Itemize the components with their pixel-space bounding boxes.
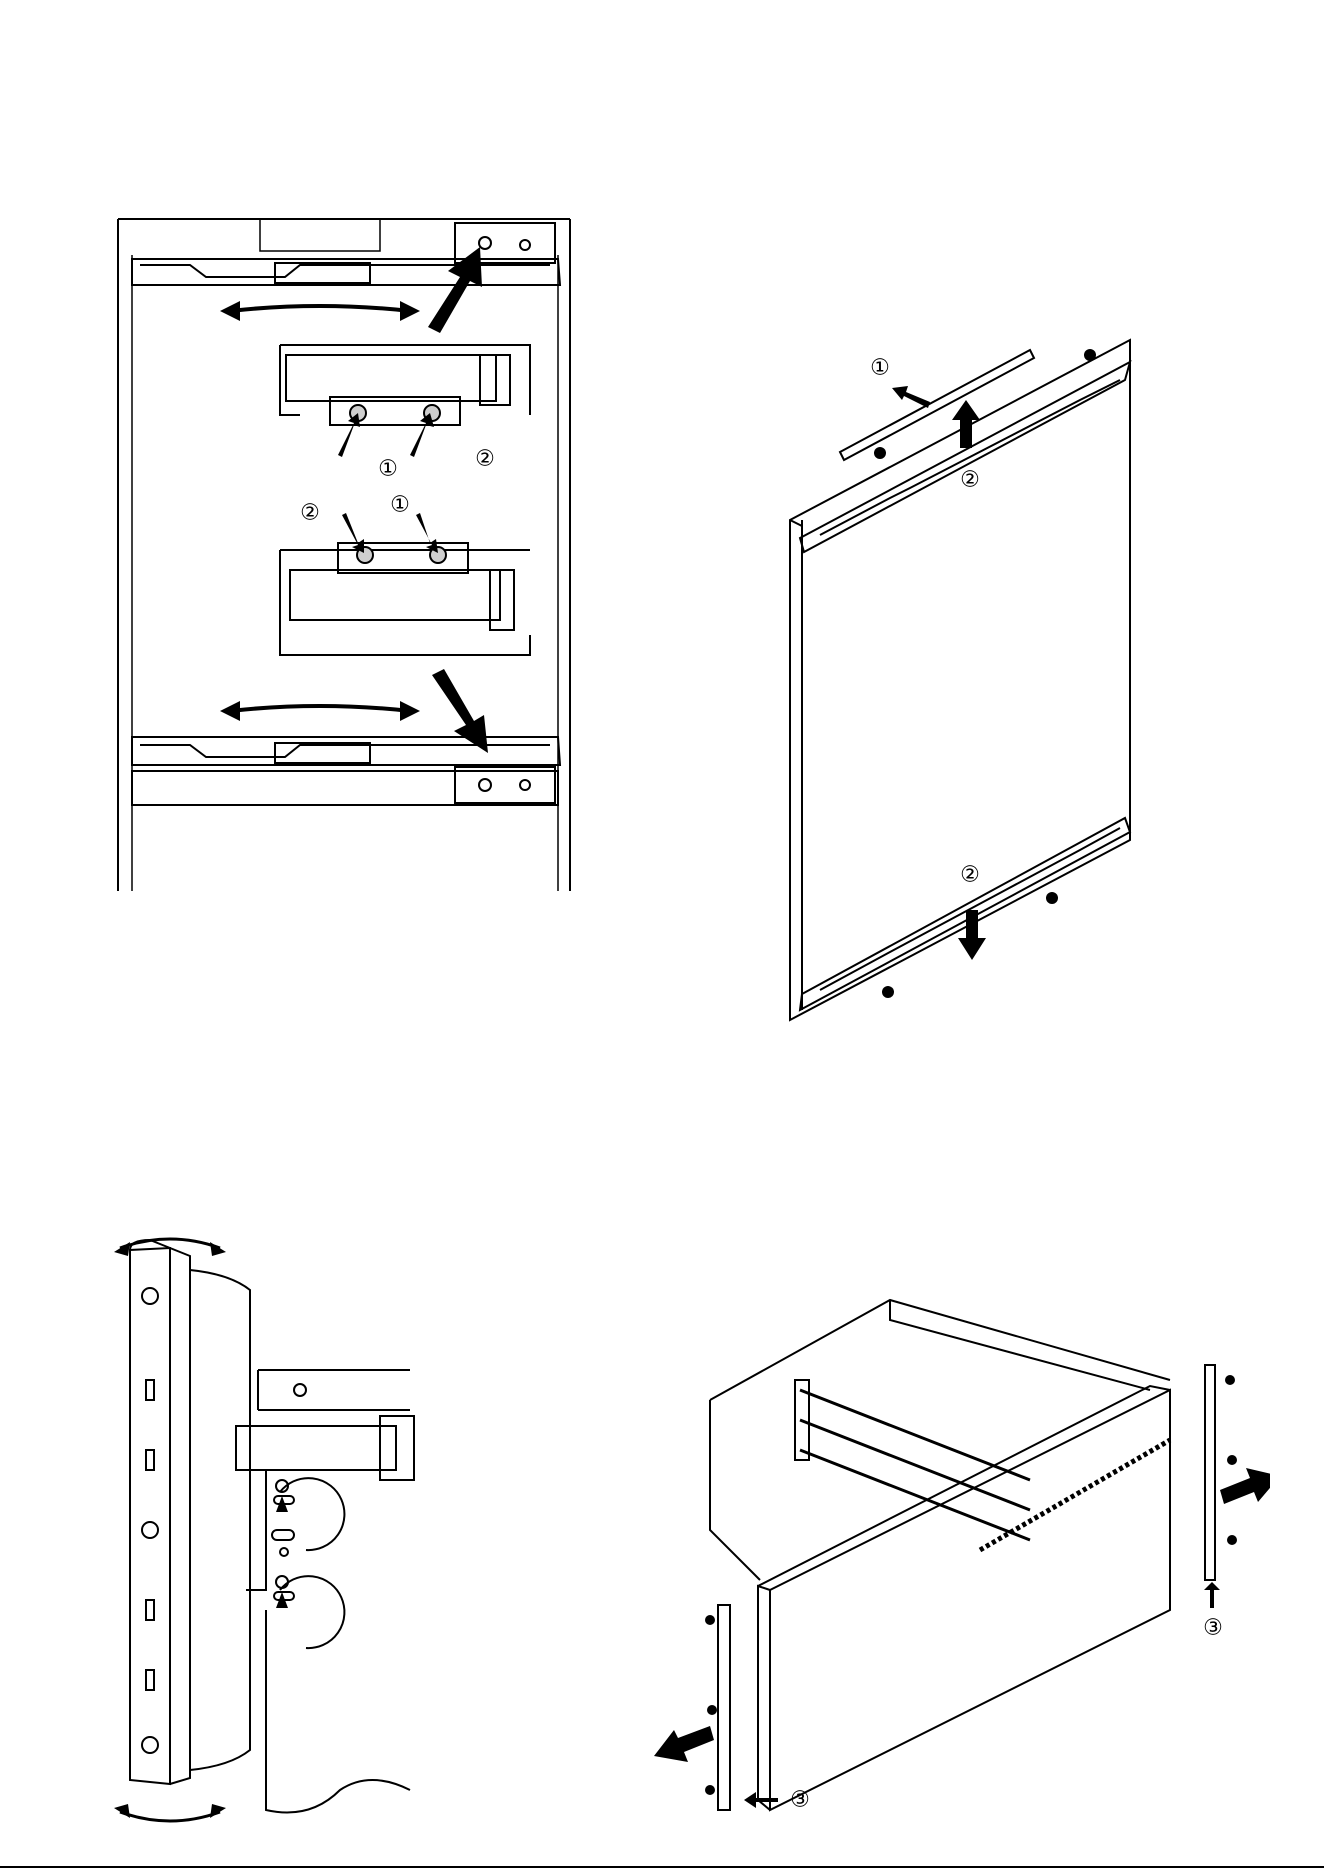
door-side-drawing (110, 1230, 430, 1830)
drawer-drawing: ③ ③ (650, 1290, 1270, 1830)
double-arrow-lower (230, 706, 410, 711)
callout-3-left: ③ (790, 1788, 810, 1813)
callout-2-bottom: ② (960, 863, 980, 888)
arrow-pull-right (1220, 1468, 1270, 1504)
arrow-remove-trim (892, 386, 930, 408)
drawer-body (710, 1300, 1170, 1580)
swing-arrow-bottom (120, 1812, 220, 1821)
door-panel-drawing: ① ② ② (780, 320, 1150, 1040)
screw-bottom (142, 1737, 158, 1753)
double-arrow-upper (230, 306, 410, 311)
detail-bracket-upper (280, 345, 530, 425)
screw-top (142, 1288, 158, 1304)
door-edge (130, 1248, 170, 1784)
callout-1-trim: ① (870, 356, 890, 381)
callout-2-top: ② (960, 468, 980, 493)
hinge-bottom-right (455, 767, 555, 803)
detail-bracket-lower (280, 543, 530, 655)
arrow-pull-left (654, 1726, 714, 1762)
callout-1-lower: ① (390, 493, 410, 518)
figure-door-panel-brackets: ① ② ② (780, 320, 1150, 1040)
bracket-left (718, 1605, 730, 1810)
swing-arrow-top (120, 1239, 220, 1248)
figure-door-bracket-adjustment: ① ② ① ② (110, 215, 580, 895)
arrow-lift-top-bracket (952, 400, 980, 448)
page-bottom-rule (0, 1866, 1324, 1868)
drawer-front (770, 1390, 1170, 1810)
figure-drawer-front-removal: ③ ③ (650, 1290, 1270, 1830)
cabinet-frame (118, 219, 570, 891)
callout-2-lower: ② (300, 501, 320, 526)
callout-3-right: ③ (1203, 1616, 1223, 1641)
bottom-rail (132, 737, 560, 765)
bottom-bracket (800, 818, 1130, 1010)
lift-arrow-down (432, 669, 488, 753)
callout-1-upper: ① (378, 457, 398, 482)
figure-door-side-adjustment (110, 1230, 430, 1830)
bracket-right (1205, 1365, 1215, 1580)
screw-mid (142, 1522, 158, 1538)
callout-2-upper: ② (475, 447, 495, 472)
door-bracket-drawing: ① ② ① ② (110, 215, 580, 895)
rotation-arc-lower (280, 1576, 344, 1648)
